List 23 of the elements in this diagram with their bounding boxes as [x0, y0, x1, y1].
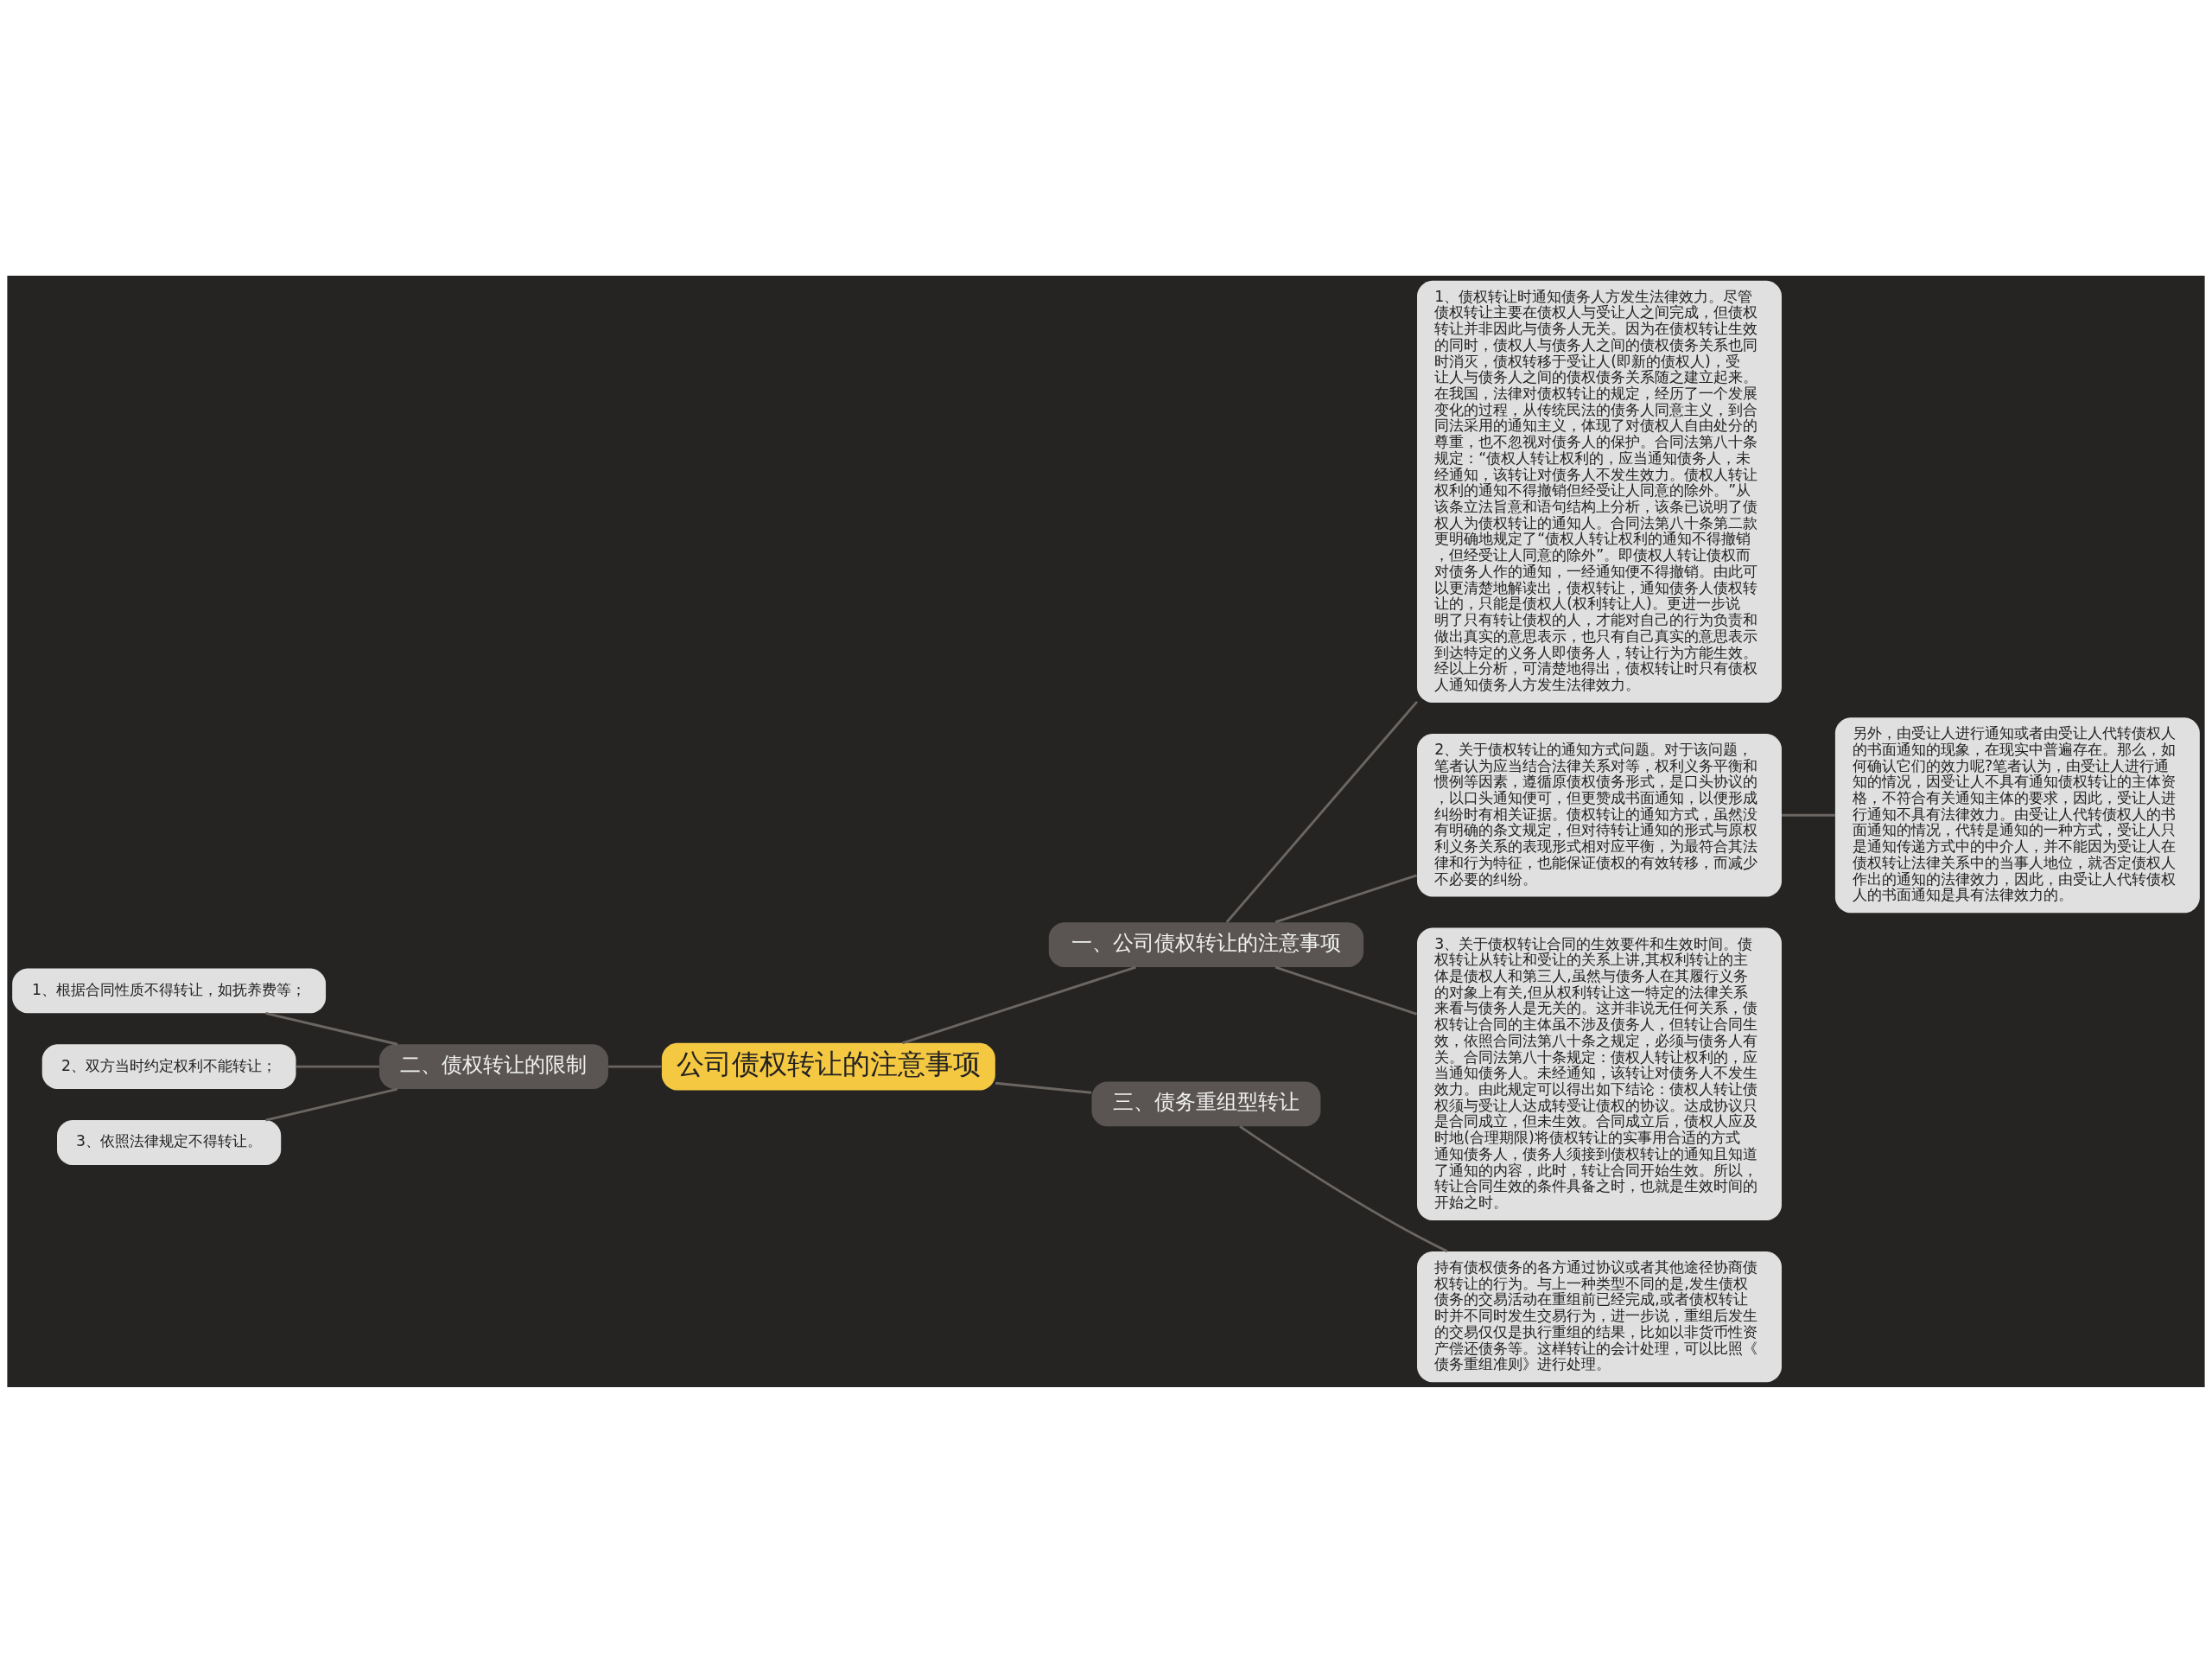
node-box: 三、债务重组型转让	[1091, 1080, 1321, 1126]
node-box: 1、债权转让时通知债务人方发生法律效力。尽管债权转让主要在债权人与受让人之间完成，但债权转让并非因此与债务人无关。因为在债权转让生效的同时，债权人与债务人之间的债权债务关系也同时消灭，债权转移于受让人(即新的债权人)，受让人与债务人之间的债权债务关系随之建立起来。在我国，法律对债权转让的规定，经历了一个发展变化的过程，从传统民法的债务人同意主义，到合同法采用的通知主义，体现了对债权人自由处分的尊重，也不忽视对债务人的保护。合同法第八十条规定：“债权人转让权利的，应当通知债务人，未经通知，该转让对债务人不发生效力。债权人转让权利的通知不得撤销但经受让人同意的除外。”从该条立法旨意和语句结构上分析，该条已说明了债权人为债权转让的通知人。合同法第八十条第二款更明确地规定了“债权人转让权利的通知不得撤销，但经受让人同意的除外”。即债权人转让债权而对债务人作的通知，一经通知便不得撤销。由此可以更清楚地解读出，债权转让，通知债务人债权转让的，只能是债权人(权利转让人)。更进一步说明了只有转让债权的人，才能对自己的行为负责和做出真实的意思表示，也只有自己真实的意思表示到达特定的义务人即债务人，转让行为方能生效。经以上分析，可清楚地得出，债权转让时只有债权人通知债务人方发生法律效力。	[1417, 280, 1782, 703]
node-box: 一、公司债权转让的注意事项	[1048, 921, 1364, 967]
connector	[265, 1087, 398, 1121]
node-box: 另外，由受让人进行通知或者由受让人代转债权人的书面通知的现象，在现实中普遍存在。那么，如何确认它们的效力呢?笔者认为，由受让人进行通知的情况，因受让人不具有通知债权转让的主体资格，不符合有关通知主体的要求，因此，受让人进行通知不具有法律效力。由受让人代转债权人的书面通知的情况，代转是通知的一种方式，受让人只是通知传递方式中的中介人，并不能因为受让人在债权转让法律关系中的当事人地位，就否定债权人作出的通知的法律效力，因此，由受让人代转债权人的书面通知是具有法律效力的。	[1834, 716, 2200, 913]
connector	[1274, 965, 1418, 1016]
node-box: 3、依照法律规定不得转让。	[57, 1119, 282, 1165]
connector	[1225, 700, 1418, 923]
connector	[265, 1011, 398, 1046]
node-box: 1、根据合同性质不得转让，如抚养费等；	[12, 967, 327, 1013]
connector	[1239, 1124, 1448, 1252]
connector	[902, 965, 1136, 1044]
node-box: 2、关于债权转让的通知方式问题。对于该问题，笔者认为应当结合法律关系对等，权利义务平衡和惯例等因素，遵循原债权债务形式，是口头协议的，以口头通知便可，但更赞成书面通知，以便形成纠纷时有相关证据。债权转让的通知方式，虽然没有明确的条文规定，但对待转让通知的形式与原权利义务关系的表现形式相对应平衡，为最符合其法律和行为特征，也能保证债权的有效转移，而减少不必要的纠纷。	[1417, 733, 1782, 897]
connector	[995, 1081, 1092, 1094]
connector	[1782, 813, 1835, 817]
node-box: 二、债权转让的限制	[379, 1043, 608, 1089]
node-box: 公司债权转让的注意事项	[661, 1042, 995, 1091]
connector	[1274, 873, 1418, 923]
connector	[608, 1065, 662, 1068]
node-box: 3、关于债权转让合同的生效要件和生效时间。债权转让从转让和受让的关系上讲,其权利转让的主体是债权人和第三人,虽然与债务人在其履行义务的对象上有关,但从权利转让这一特定的法律关系来看与债务人是无关的。这并非说无任何关系，债权转让合同的主体虽不涉及债务人，但转让合同生效，依照合同法第八十条之规定，必须与债务人有关。合同法第八十条规定：债权人转让权利的，应当通知债务人。未经通知，该转让对债务人不发生效力。由此规定可以得出如下结论：债权人转让债权须与受让人达成转受让债权的协议。达成协议只是合同成立，但未生效。合同成立后，债权人应及时地(合理期限)将债权转让的实事用合适的方式通知债务人，债务人须接到债权转让的通知且知道了通知的内容，此时，转让合同开始生效。所以，转让合同生效的条件具备之时，也就是生效时间的开始之时。	[1417, 927, 1782, 1220]
node-box: 2、双方当时约定权利不能转让；	[41, 1043, 296, 1089]
connector	[296, 1065, 379, 1068]
node-box: 持有债权债务的各方通过协议或者其他途径协商债权转让的行为。与上一种类型不同的是,发生债权债务的交易活动在重组前已经完成,或者债权转让时并不同时发生交易行为，进一步说，重组后发生的交易仅仅是执行重组的结果，比如以非货币性资产偿还债务等。这样转让的会计处理，可以比照《债务重组准则》进行处理。	[1417, 1251, 1782, 1382]
